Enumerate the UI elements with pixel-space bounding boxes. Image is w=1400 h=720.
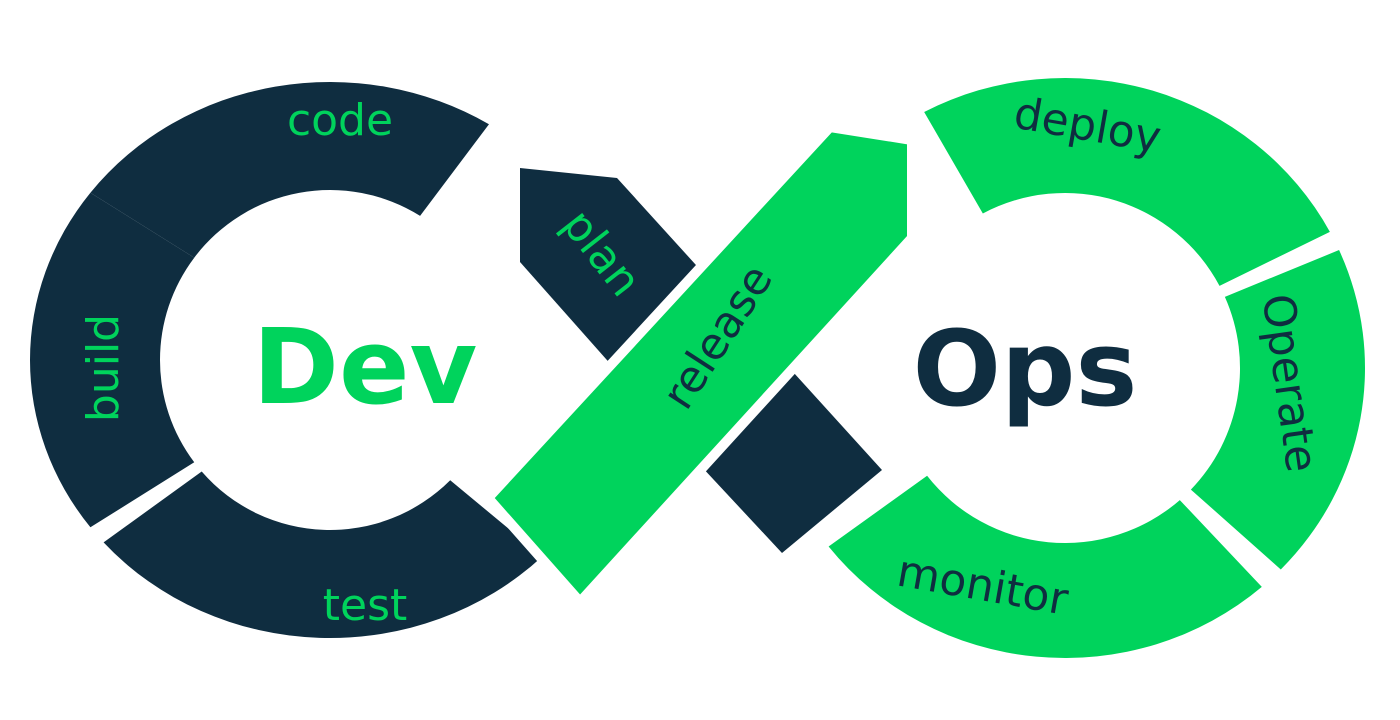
stage-test-label: test xyxy=(323,580,408,631)
monitor-segment xyxy=(828,475,1262,659)
test-segment xyxy=(103,471,543,638)
ops-title: Ops xyxy=(913,308,1138,430)
loop-segments xyxy=(30,77,1365,659)
release-band xyxy=(481,121,917,610)
code-segment xyxy=(90,82,489,258)
stage-code-label: code xyxy=(287,95,393,146)
deploy-segment xyxy=(924,77,1330,286)
stage-build-label: build xyxy=(78,314,129,422)
dev-title: Dev xyxy=(253,306,478,428)
build-segment xyxy=(30,192,195,528)
operate-segment xyxy=(1190,250,1365,570)
